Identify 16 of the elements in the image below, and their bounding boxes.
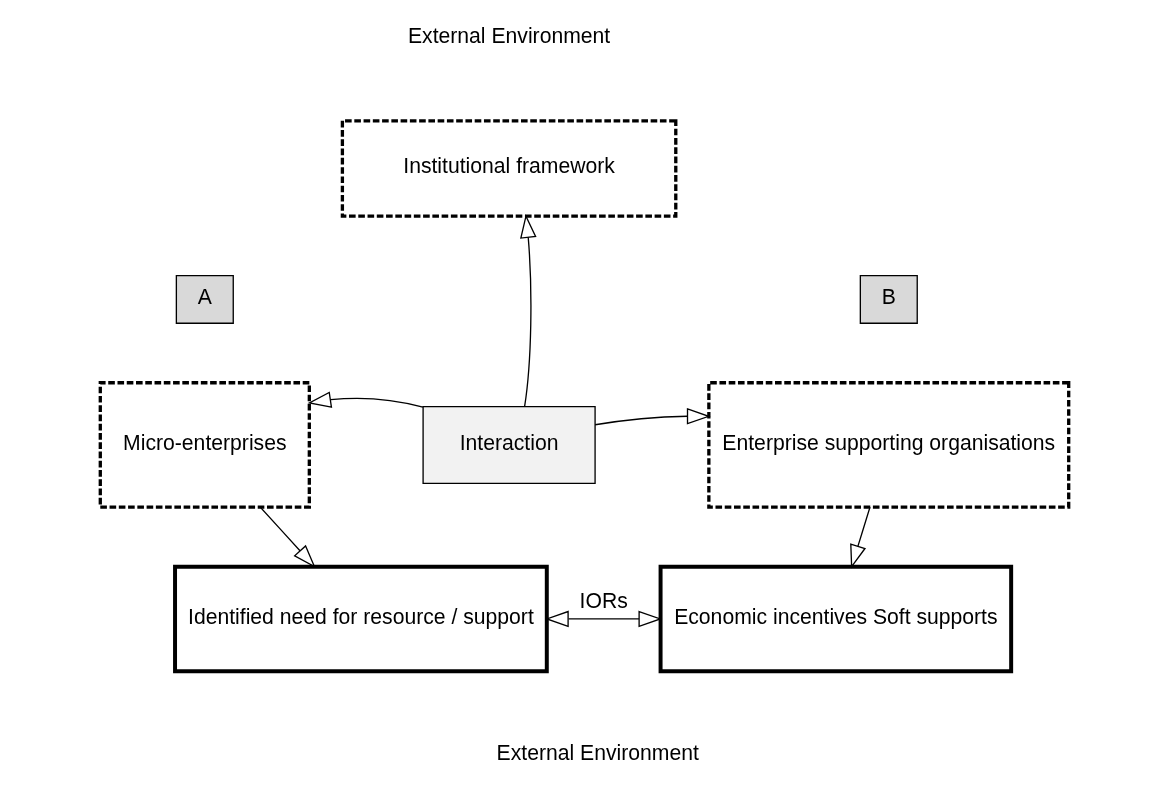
node-box: Identified need for resource / support [173, 564, 549, 674]
node-box: Enterprise supporting organisations [707, 381, 1071, 509]
node-box: Interaction [422, 405, 596, 484]
label: External Environment [407, 23, 611, 47]
node-box: Economic incentives Soft supports [658, 564, 1014, 674]
label: External Environment [496, 740, 699, 764]
arrow [594, 407, 711, 426]
arrow [850, 506, 871, 569]
node-box: Micro-enterprises [98, 381, 311, 509]
arrow [520, 214, 537, 407]
node-box: B [859, 274, 918, 324]
edge-label: IORs [579, 589, 628, 613]
arrow [307, 391, 424, 408]
arrow [259, 506, 316, 568]
node-box: A [175, 274, 234, 324]
node-box: Institutional framework [340, 119, 678, 218]
